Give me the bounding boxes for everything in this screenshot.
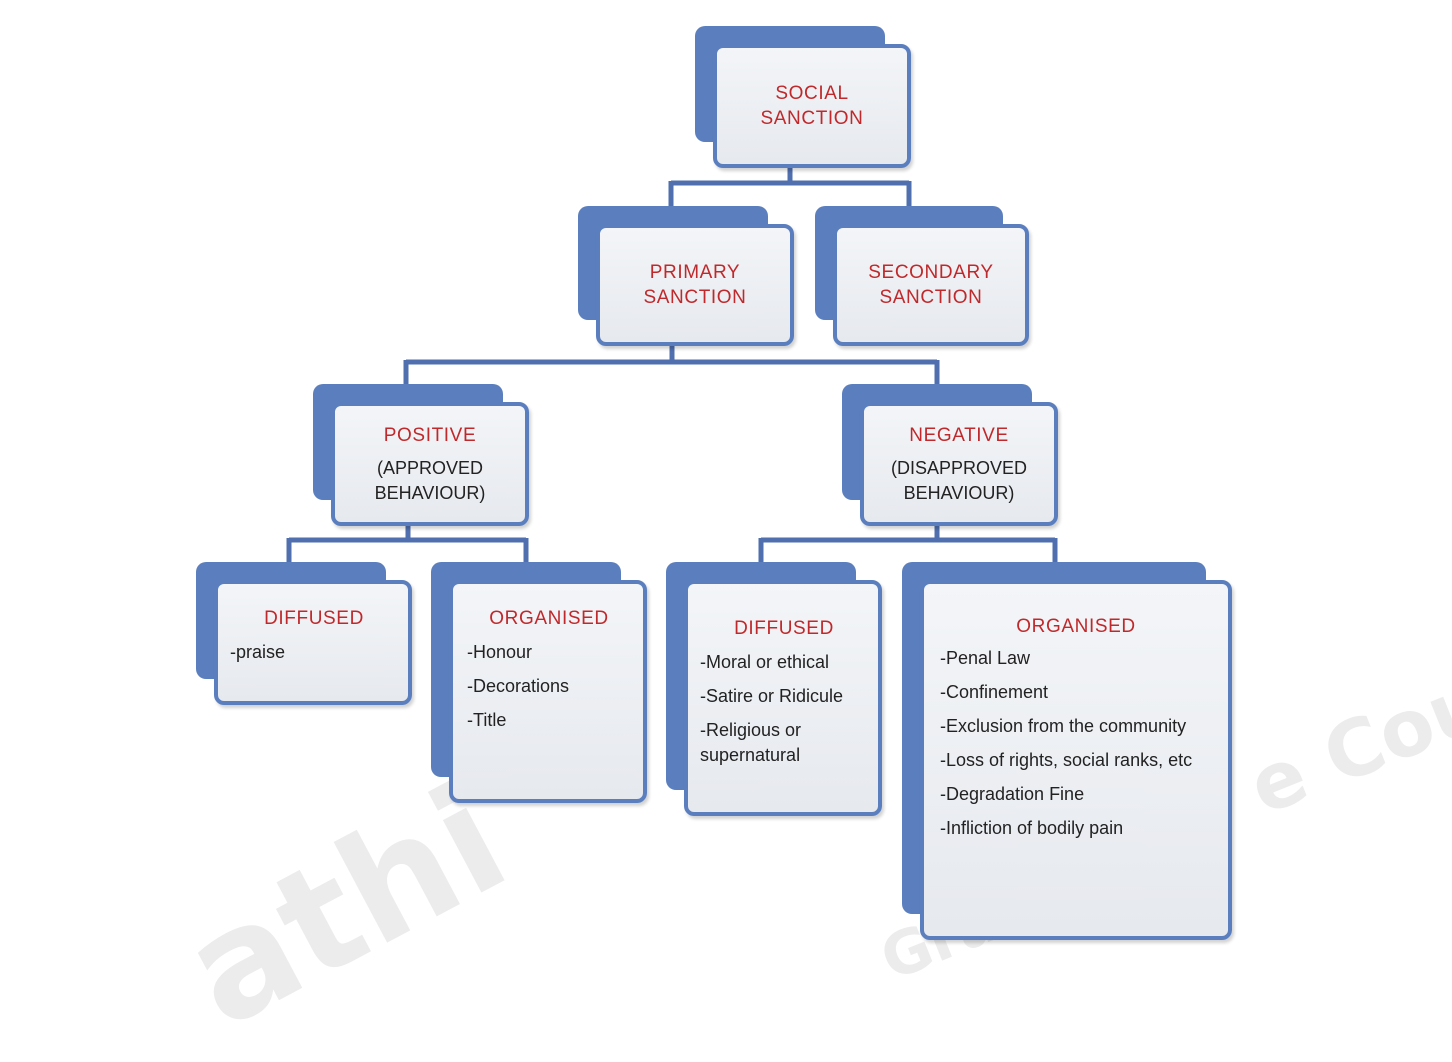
item-list: -Penal Law -Confinement -Exclusion from … xyxy=(940,646,1212,850)
node-secondary-sanction: SECONDARY SANCTION xyxy=(815,206,1029,346)
node-card: ORGANISED -Penal Law -Confinement -Exclu… xyxy=(920,580,1232,940)
node-title-line-1: SECONDARY xyxy=(868,262,994,283)
list-item: -praise xyxy=(230,642,286,662)
list-item: -Satire or Ridicule xyxy=(700,686,844,706)
node-title-line-2: SANCTION xyxy=(879,287,983,308)
list-item: -Title xyxy=(467,710,507,730)
node-negative-diffused: DIFFUSED -Moral or ethical -Satire or Ri… xyxy=(666,562,882,816)
list-item: -Moral or ethical xyxy=(700,652,830,672)
node-primary-sanction: PRIMARY SANCTION xyxy=(578,206,794,346)
node-card: PRIMARY SANCTION xyxy=(596,224,794,346)
list-item: -Loss of rights, social ranks, etc xyxy=(940,750,1193,770)
node-subtitle-line-2: BEHAVIOUR) xyxy=(903,482,1015,503)
list-item: -Confinement xyxy=(940,682,1049,702)
node-card: DIFFUSED -Moral or ethical -Satire or Ri… xyxy=(684,580,882,816)
node-title: DIFFUSED xyxy=(734,618,834,639)
connector-primary-level3 xyxy=(403,345,940,384)
list-item: -Infliction of bodily pain xyxy=(940,818,1124,838)
connector-lines xyxy=(286,168,1058,562)
item-list: -Moral or ethical -Satire or Ridicule -R… xyxy=(700,650,868,777)
diagram-canvas: athi Gra e Cou SOCIAL SANCTION PRIMARY S… xyxy=(159,26,1452,1062)
item-list: -praise xyxy=(230,640,398,674)
node-title: NEGATIVE xyxy=(909,424,1009,446)
node-title: ORGANISED xyxy=(489,608,609,629)
node-subtitle-line-1: (DISAPPROVED xyxy=(890,457,1028,478)
node-title: SOCIAL SANCTION xyxy=(760,83,864,129)
connector-negative-leaves xyxy=(758,524,1058,562)
node-card: SECONDARY SANCTION xyxy=(833,224,1029,346)
node-subtitle-line-2: BEHAVIOUR) xyxy=(374,482,486,503)
node-negative: NEGATIVE (DISAPPROVED BEHAVIOUR) xyxy=(842,384,1058,526)
list-item: -Honour xyxy=(467,642,533,662)
item-list: -Honour -Decorations -Title xyxy=(467,640,631,742)
list-item: -Penal Law xyxy=(940,648,1031,668)
connector-positive-leaves xyxy=(286,524,529,562)
node-card: NEGATIVE (DISAPPROVED BEHAVIOUR) xyxy=(860,402,1058,526)
node-social-sanction: SOCIAL SANCTION xyxy=(695,26,911,168)
node-card: POSITIVE (APPROVED BEHAVIOUR) xyxy=(331,402,529,526)
list-item: -Degradation Fine xyxy=(940,784,1085,804)
node-card: ORGANISED -Honour -Decorations -Title xyxy=(449,580,647,803)
node-positive-diffused: DIFFUSED -praise xyxy=(196,562,412,705)
node-title: DIFFUSED xyxy=(264,608,364,629)
node-card: SOCIAL SANCTION xyxy=(713,44,911,168)
node-title: POSITIVE xyxy=(383,424,477,446)
list-item: -Religious or supernatural xyxy=(700,720,802,765)
node-positive-organised: ORGANISED -Honour -Decorations -Title xyxy=(431,562,647,803)
list-item: -Exclusion from the community xyxy=(940,716,1187,736)
node-negative-organised: ORGANISED -Penal Law -Confinement -Exclu… xyxy=(902,562,1232,940)
node-title-line-2: SANCTION xyxy=(643,287,747,308)
node-subtitle-line-1: (APPROVED xyxy=(376,457,484,478)
connector-root-level2 xyxy=(668,168,912,206)
node-title-line-1: PRIMARY xyxy=(649,262,741,283)
node-card: DIFFUSED -praise xyxy=(214,580,412,705)
node-title: ORGANISED xyxy=(1016,616,1136,637)
node-positive: POSITIVE (APPROVED BEHAVIOUR) xyxy=(313,384,529,526)
list-item: -Decorations xyxy=(467,676,570,696)
